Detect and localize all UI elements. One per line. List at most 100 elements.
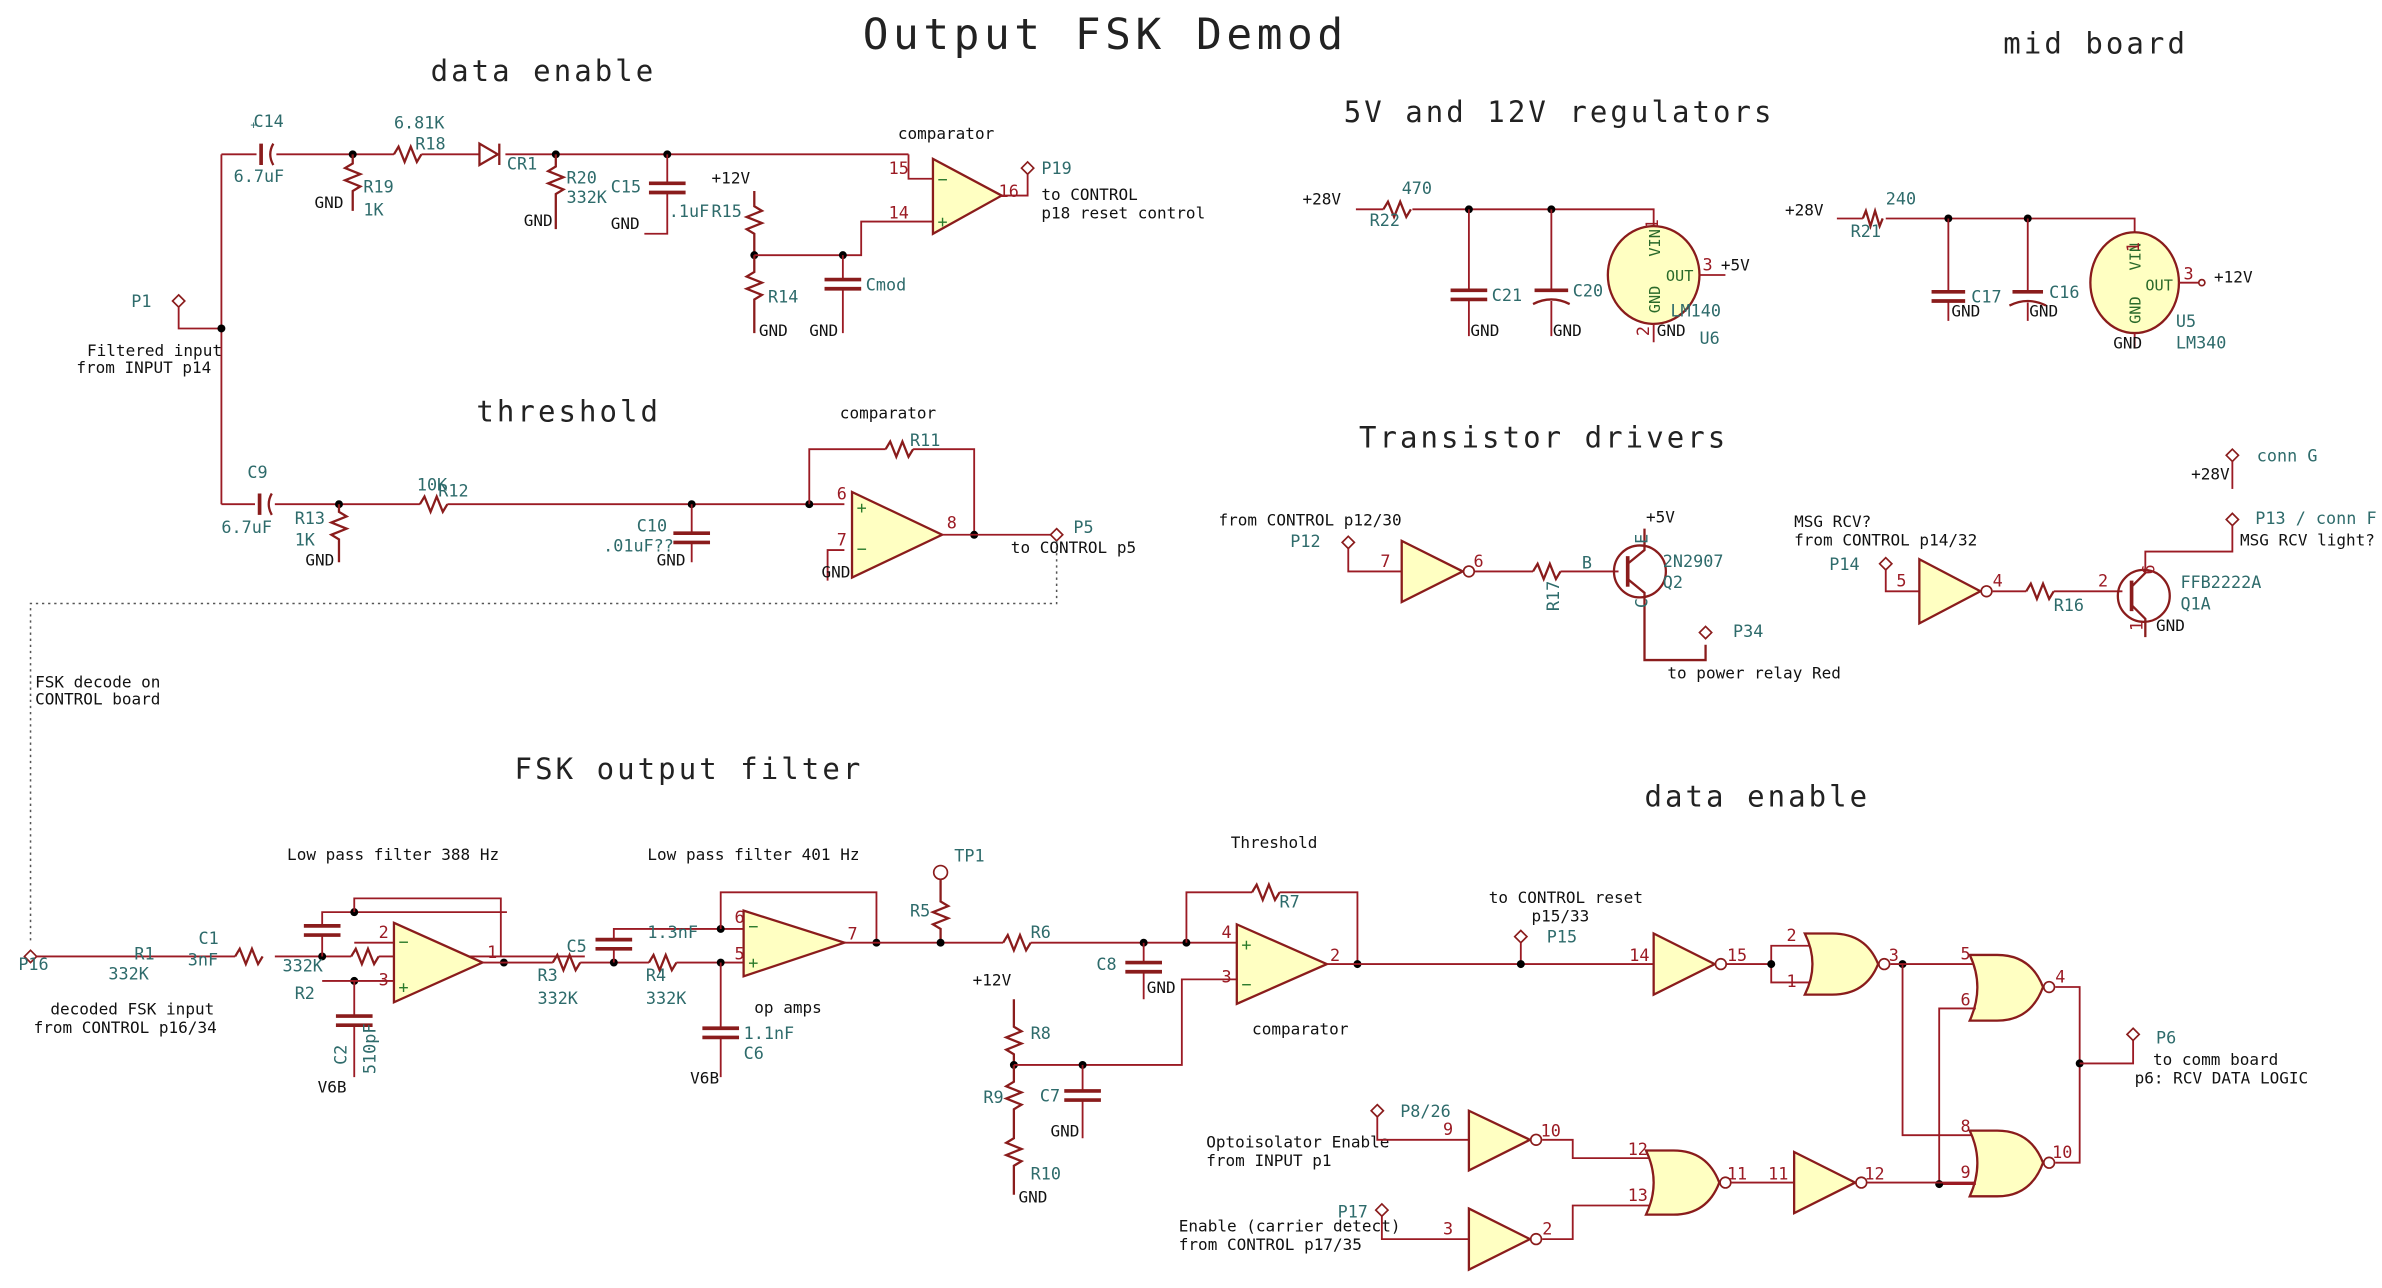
pin-number: 2 <box>1633 326 1653 336</box>
comparator-label: comparator <box>1252 1019 1349 1038</box>
port-p13-icon[interactable] <box>2225 512 2240 527</box>
pin-number: 11 <box>1768 1164 1788 1184</box>
diode-cr1[interactable] <box>478 141 501 168</box>
capacitor-c2[interactable] <box>335 1014 373 1028</box>
capacitor-c15[interactable] <box>648 181 686 195</box>
resistor-r1[interactable] <box>234 945 264 968</box>
resistor-r19[interactable] <box>342 154 364 211</box>
wire <box>1938 1007 1976 1186</box>
gnd-label: GND <box>1657 321 1686 340</box>
resistor-r5[interactable] <box>929 880 952 943</box>
resistor-r14[interactable] <box>743 255 766 334</box>
resistor-r15[interactable] <box>743 190 766 256</box>
resistor-r17[interactable] <box>1532 560 1562 583</box>
port-p8-icon[interactable] <box>1369 1103 1385 1119</box>
capacitor-c8[interactable] <box>1125 960 1162 974</box>
resistor-r18[interactable] <box>392 143 423 166</box>
pin-number: 5 <box>734 944 744 964</box>
inverter-gate[interactable] <box>1400 539 1466 604</box>
resistor-r12[interactable] <box>418 493 449 515</box>
capacitor-c7[interactable] <box>1064 1089 1101 1102</box>
resistor-r16[interactable] <box>2025 580 2055 603</box>
nor-gate[interactable] <box>1967 953 2045 1022</box>
resistor-r11[interactable] <box>884 438 915 460</box>
inverter-gate[interactable] <box>1792 1150 1858 1215</box>
test-point-tp1-icon[interactable] <box>932 864 949 881</box>
resistor-r13[interactable] <box>328 504 350 563</box>
capacitor-c20[interactable] <box>1532 288 1571 306</box>
port-conn-g-icon[interactable] <box>2225 448 2240 463</box>
nor-gate[interactable] <box>1802 932 1880 996</box>
inverter-bubble <box>1462 565 1476 578</box>
opamp-lpf1[interactable] <box>392 921 486 1005</box>
inverter-gate[interactable] <box>1918 557 1983 626</box>
capacitor-c6[interactable] <box>702 1026 740 1040</box>
comparator-opamp-threshold[interactable] <box>850 490 945 580</box>
nor-gate[interactable] <box>1644 1149 1721 1216</box>
section-title-data-enable-top: data enable <box>431 54 657 88</box>
c20-ref: C20 <box>1573 280 1603 300</box>
transistor-q2[interactable] <box>1612 544 1668 599</box>
wire <box>2144 525 2234 569</box>
junction <box>1547 205 1556 214</box>
nor-gate[interactable] <box>1967 1129 2045 1198</box>
resistor-r8[interactable] <box>1003 999 1025 1065</box>
section-title-regulators: 5V and 12V regulators <box>1344 95 1775 129</box>
inverter-gate[interactable] <box>1467 1108 1533 1173</box>
port-p16-icon[interactable] <box>23 949 38 964</box>
port-p34-icon[interactable] <box>1698 625 1713 640</box>
u6-ref: U6 <box>1699 328 1719 348</box>
resistor-r2[interactable] <box>350 945 380 968</box>
r2-ref: R2 <box>295 983 315 1003</box>
c10-value: .01uF?? <box>603 536 674 556</box>
r12-value: 10K <box>417 474 448 494</box>
port-p19-icon[interactable] <box>1020 160 1035 176</box>
resistor-r6[interactable] <box>1002 931 1032 954</box>
capacitor-cmod[interactable] <box>824 277 862 291</box>
port-p14-icon[interactable] <box>1878 556 1894 572</box>
capacitor-c16[interactable] <box>2008 289 2047 307</box>
c15-value: .1uF <box>669 201 709 221</box>
pin-number: 10 <box>1541 1121 1561 1141</box>
comparator-opamp-u-top[interactable] <box>931 156 1005 236</box>
port-p17-icon[interactable] <box>1374 1202 1390 1218</box>
port-p15-icon[interactable] <box>1513 929 1529 944</box>
resistor-r20[interactable] <box>545 154 567 230</box>
capacitor-c1[interactable] <box>303 924 341 937</box>
c5-value: 1.3nF <box>647 922 698 942</box>
resistor-r3[interactable] <box>551 951 582 974</box>
r3-value: 332K <box>537 988 578 1008</box>
capacitor-c17[interactable] <box>1931 289 1966 303</box>
capacitor-c14[interactable]: + <box>250 118 275 166</box>
supply-5v-label: +5V <box>1646 508 1675 527</box>
inverter-gate[interactable] <box>1652 931 1718 997</box>
resistor-r21[interactable] <box>1861 206 1884 231</box>
port-p1-icon[interactable] <box>171 293 186 309</box>
capacitor-c5[interactable] <box>595 937 633 951</box>
r3-ref: R3 <box>537 965 557 985</box>
resistor-r4[interactable] <box>647 951 678 974</box>
port-p6-icon[interactable] <box>2125 1027 2141 1042</box>
inverter-gate[interactable] <box>1467 1206 1533 1272</box>
gnd-label: GND <box>611 214 640 233</box>
gnd-label: GND <box>2156 616 2185 635</box>
resistor-r9-r10[interactable] <box>1003 1064 1025 1195</box>
opamp-lpf2[interactable] <box>742 909 849 978</box>
capacitor-c21[interactable] <box>1450 288 1488 302</box>
resistor-r22[interactable] <box>1382 198 1412 221</box>
capacitor-c9[interactable] <box>257 492 273 516</box>
junction <box>936 938 945 947</box>
p8-note: Optoisolator Enable <box>1206 1132 1389 1151</box>
r4-ref: R4 <box>646 965 666 985</box>
transistor-q1a[interactable] <box>2116 568 2171 623</box>
c9-value: 6.7uF <box>221 517 272 537</box>
pin-number: 12 <box>1628 1139 1648 1159</box>
pin-number: 3 <box>1703 254 1713 274</box>
capacitor-c10[interactable] <box>673 531 711 545</box>
port-p12-icon[interactable] <box>1340 535 1356 550</box>
comparator-opamp-fsk[interactable] <box>1235 922 1330 1006</box>
wire <box>1380 1216 1469 1241</box>
source-note-2: from CONTROL p14/32 <box>1794 530 1977 549</box>
wire <box>1185 891 1359 965</box>
resistor-r7[interactable] <box>1251 881 1281 904</box>
